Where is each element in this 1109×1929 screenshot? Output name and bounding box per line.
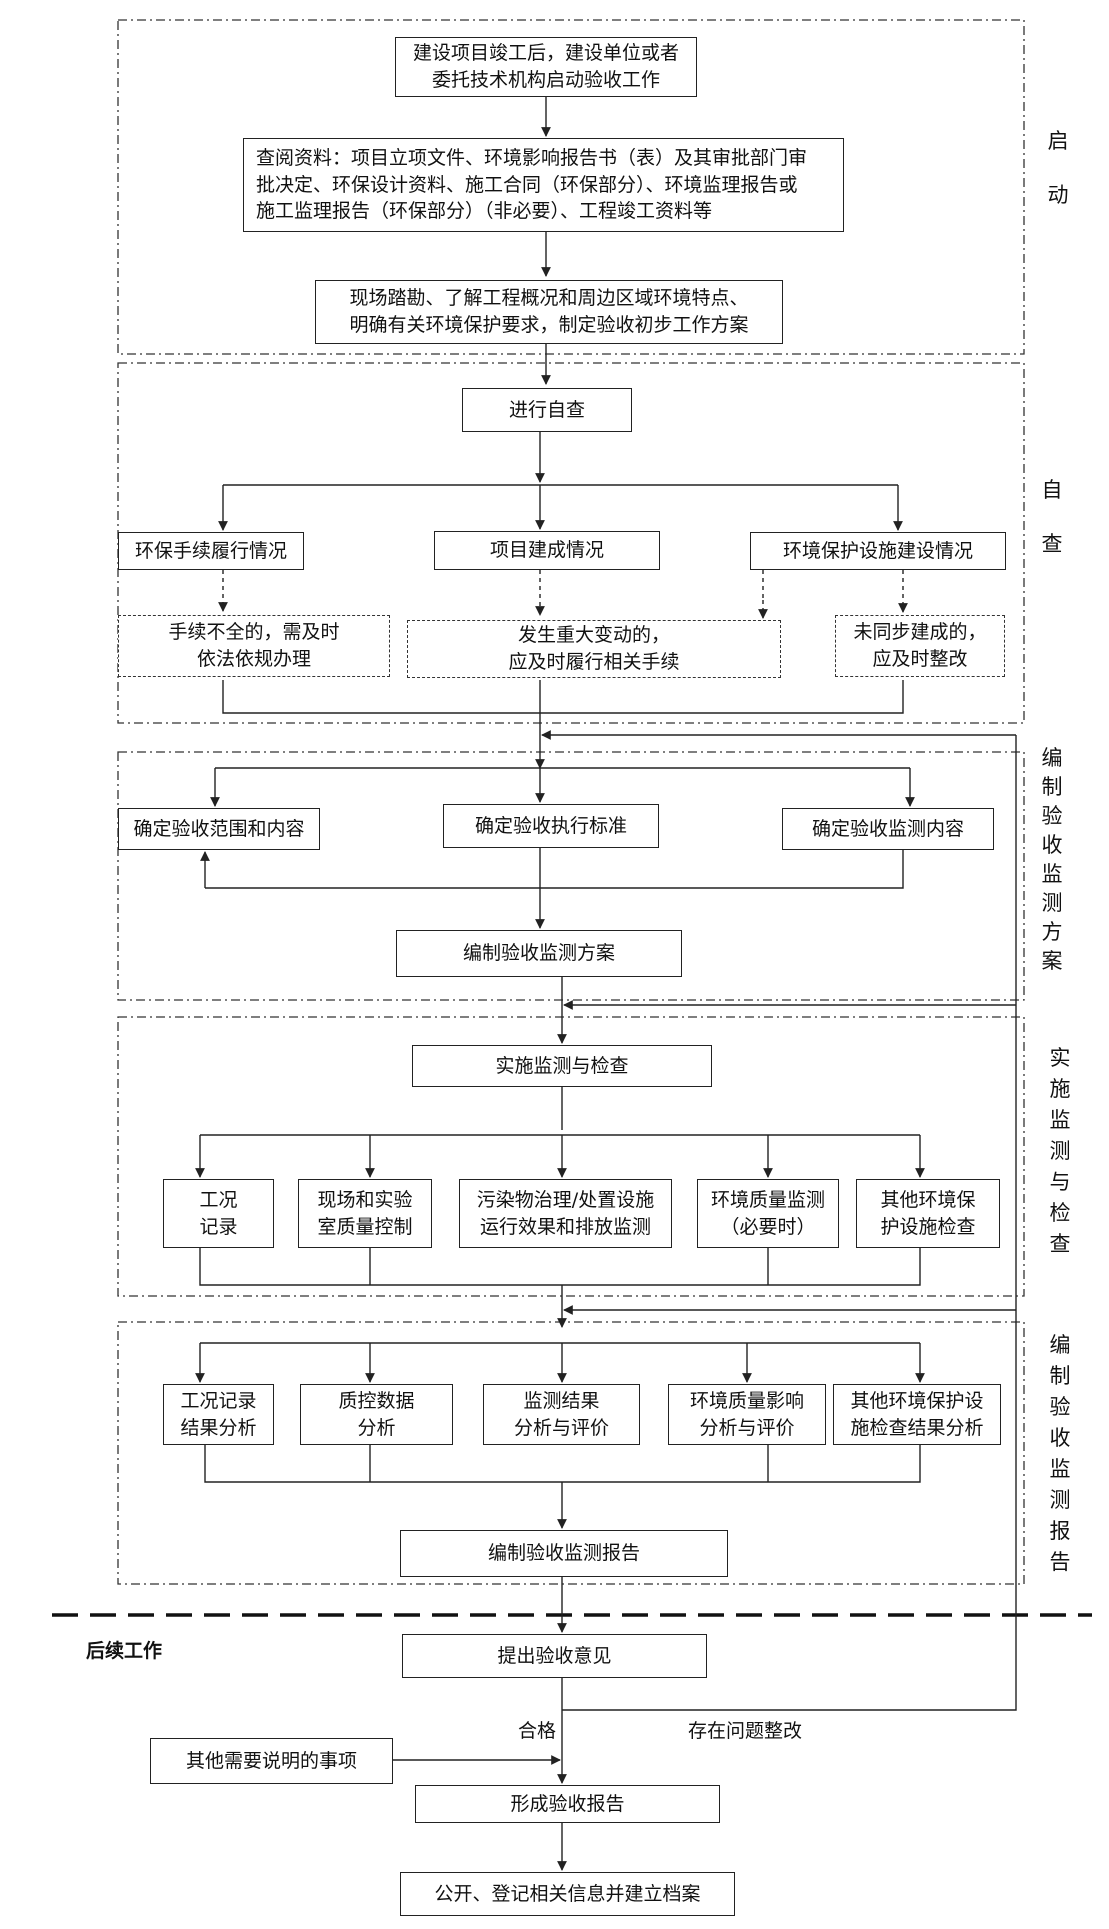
monitor-content-box: 确定验收监测内容 xyxy=(782,808,994,850)
monitoring-report-box: 编制验收监测报告 xyxy=(400,1530,728,1577)
self-check-box: 进行自查 xyxy=(462,388,632,432)
qualified-label: 合格 xyxy=(518,1720,557,1742)
stage-label-selfcheck: 自 查 xyxy=(1041,478,1063,556)
exec-standard-box: 确定验收执行标准 xyxy=(443,804,659,848)
major-change-box: 发生重大变动的， 应及时履行相关手续 xyxy=(407,620,781,678)
stage-frame-report xyxy=(117,1321,1025,1585)
scope-content-box: 确定验收范围和内容 xyxy=(118,808,320,850)
implement-monitoring-box: 实施监测与检查 xyxy=(412,1045,712,1087)
stage-label-start: 启 动 xyxy=(1047,129,1069,207)
env-procedures-box: 环保手续履行情况 xyxy=(118,532,304,570)
site-survey-box: 现场踏勘、了解工程概况和周边区域环境特点、 明确有关环境保护要求，制定验收初步工… xyxy=(315,280,783,344)
stage-frame-implement xyxy=(117,1016,1025,1297)
other-matters-box: 其他需要说明的事项 xyxy=(150,1738,393,1784)
stage-frame-start xyxy=(117,19,1025,355)
review-docs-box: 查阅资料：项目立项文件、环境影响报告书（表）及其审批部门审 批决定、环保设计资料… xyxy=(243,138,844,232)
qc-lab-box: 现场和实验 室质量控制 xyxy=(298,1179,432,1248)
not-synced-box: 未同步建成的， 应及时整改 xyxy=(835,615,1005,677)
work-record-analysis-box: 工况记录 结果分析 xyxy=(163,1384,274,1445)
start-work-box: 建设项目竣工后，建设单位或者 委托技术机构启动验收工作 xyxy=(395,37,697,97)
monitoring-plan-box: 编制验收监测方案 xyxy=(396,930,682,977)
pollutant-monitor-box: 污染物治理/处置设施 运行效果和排放监测 xyxy=(459,1179,672,1248)
rectify-label: 存在问题整改 xyxy=(688,1720,803,1742)
incomplete-procedures-box: 手续不全的，需及时 依法依规办理 xyxy=(118,615,390,677)
stage-frame-plan xyxy=(117,751,1025,1001)
acceptance-report-box: 形成验收报告 xyxy=(415,1785,720,1823)
env-impact-analysis-box: 环境质量影响 分析与评价 xyxy=(668,1384,826,1445)
env-quality-monitor-box: 环境质量监测 （必要时） xyxy=(697,1179,839,1248)
other-facility-analysis-box: 其他环境保护设 施检查结果分析 xyxy=(833,1384,1001,1445)
follow-up-label: 后续工作 xyxy=(86,1640,163,1662)
other-facility-check-box: 其他环境保 护设施检查 xyxy=(856,1179,1000,1248)
stage-label-report: 编 制 验 收 监 测 报 告 xyxy=(1049,1333,1071,1574)
project-status-box: 项目建成情况 xyxy=(434,531,660,570)
stage-label-implement: 实 施 监 测 与 检 查 xyxy=(1049,1046,1071,1256)
facility-status-box: 环境保护设施建设情况 xyxy=(750,532,1006,570)
qc-data-analysis-box: 质控数据 分析 xyxy=(300,1384,453,1445)
result-analysis-box: 监测结果 分析与评价 xyxy=(483,1384,640,1445)
stage-label-plan: 编 制 验 收 监 测 方 案 xyxy=(1041,746,1063,973)
work-record-box: 工况 记录 xyxy=(163,1179,274,1248)
acceptance-opinion-box: 提出验收意见 xyxy=(402,1634,707,1678)
publish-archive-box: 公开、登记相关信息并建立档案 xyxy=(400,1872,735,1916)
